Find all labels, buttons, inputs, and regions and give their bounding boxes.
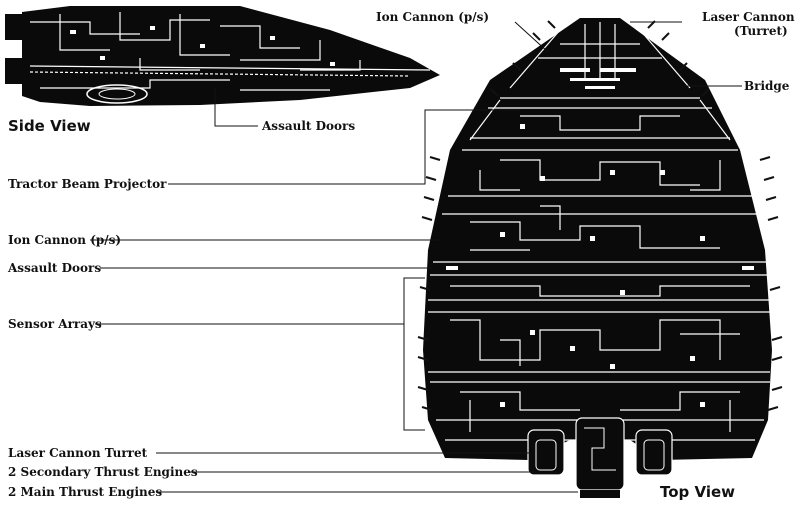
sensor-tick [512,62,521,71]
top-view-hull [423,18,772,498]
sensor-tick [419,286,431,291]
top-view-title: Top View [660,483,736,501]
label-ion-cannon-left: Ion Cannon (p/s) [8,233,122,247]
label-bridge: Bridge [744,79,790,93]
leader-ion-cannon-top [514,21,549,53]
label-assault-doors-left: Assault Doors [8,261,102,275]
label-tractor-beam-projector: Tractor Beam Projector [8,177,167,191]
sensor-tick [769,286,781,291]
sensor-tick [763,176,775,181]
label-laser-cannon-turret-sub: (Turret) [734,24,788,38]
sensor-tick [771,356,783,361]
sensor-tick [532,32,541,41]
sensor-tick [417,336,429,341]
sensor-tick [417,386,429,391]
side-view-hull [5,6,440,106]
sensor-tick [421,406,433,411]
sensor-tick [421,216,433,221]
sensor-tick [765,196,777,201]
label-ion-cannon-top: Ion Cannon (p/s) [376,10,490,24]
sensor-tick [490,88,499,97]
sensor-tick [759,156,771,161]
sensor-tick [417,356,429,361]
side-view-title: Side View [8,117,91,135]
sensor-tick [423,196,435,201]
sensor-tick [771,336,783,341]
sensor-tick [701,88,710,97]
label-sensor-arrays: Sensor Arrays [8,317,102,331]
sensor-tick [547,20,556,29]
leader-assault-doors-side [214,88,258,127]
label-secondary-thrust-engines: 2 Secondary Thrust Engines [8,465,198,479]
sensor-tick [425,176,437,181]
leader-tractor-beam [168,109,520,185]
sensor-tick [429,156,441,161]
sensor-tick [767,216,779,221]
label-laser-cannon-turret-bottom: Laser Cannon Turret [8,446,148,460]
sensor-tick [771,386,783,391]
label-main-thrust-engines: 2 Main Thrust Engines [8,485,163,499]
sensor-arrays-bracket [403,277,425,431]
label-assault-doors-side: Assault Doors [262,119,356,133]
sensor-tick [661,32,670,41]
sensor-tick [767,406,779,411]
sensor-tick [679,62,688,71]
label-laser-cannon-turret: Laser Cannon [702,10,795,24]
